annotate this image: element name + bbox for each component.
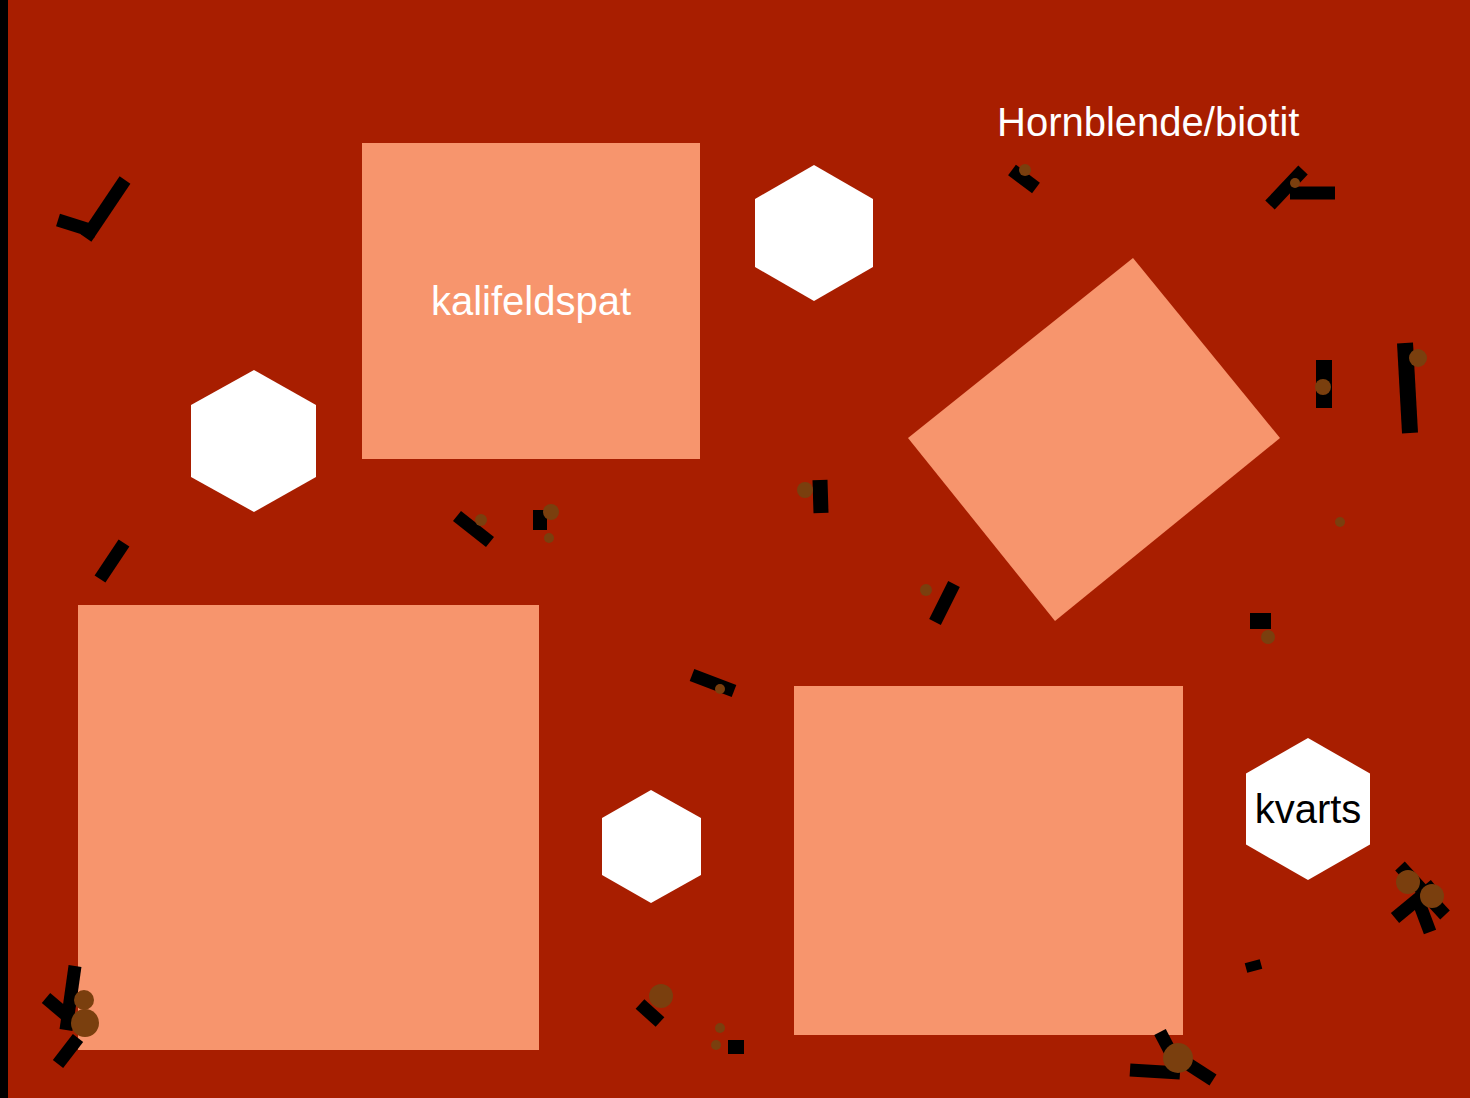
biotite-grain [1290, 178, 1300, 188]
biotite-grain [71, 1009, 99, 1037]
mafic-minerals [46, 170, 1445, 1080]
biotite-grain [544, 533, 554, 543]
biotite-grain [715, 1023, 725, 1033]
mineral-name: kvarts [1255, 787, 1362, 832]
hornblende-grain [728, 1040, 744, 1054]
edge-strip [0, 0, 8, 1098]
biotite-grain [1163, 1043, 1193, 1073]
quartz-crystal [191, 370, 316, 512]
biotite-grain [1396, 870, 1420, 894]
biotite-grain [920, 584, 932, 596]
biotite-grain [1315, 379, 1331, 395]
hornblende-grain [100, 543, 124, 579]
hornblende-grain [692, 675, 734, 691]
hornblende-grain [935, 584, 954, 622]
quartz-crystal [755, 165, 873, 301]
biotite-grain [715, 684, 725, 694]
biotite-grain [475, 514, 487, 526]
biotite-grain [74, 990, 94, 1010]
hornblende-grain [58, 220, 96, 232]
hornblende-grain [46, 998, 72, 1020]
biotite-grain [649, 984, 673, 1008]
hornblende-grain [820, 480, 821, 513]
quartz-crystal: kvarts [1246, 738, 1370, 880]
biotite-grain [797, 482, 813, 498]
biotite-grain [1420, 884, 1444, 908]
hornblende-grain [1316, 360, 1332, 408]
biotite-grain [1335, 517, 1345, 527]
hornblende-grain [58, 1038, 78, 1064]
hornblende-grain [1290, 187, 1335, 200]
feldspar-crystal [794, 686, 1183, 1035]
biotite-grain [1019, 164, 1031, 176]
quartz-crystal [602, 790, 701, 903]
feldspar-crystal: kalifeldspat [362, 143, 700, 459]
feldspar-crystal [78, 605, 539, 1050]
hornblende-grain [1250, 613, 1271, 629]
hexagon-shape [1246, 738, 1370, 880]
biotite-grain [711, 1040, 721, 1050]
biotite-grain [1409, 349, 1427, 367]
biotite-grain [543, 504, 559, 520]
biotite-grains [71, 164, 1444, 1073]
mineral-label: Hornblende/biotit [997, 100, 1299, 145]
hornblende-grain [1246, 964, 1261, 968]
biotite-grain [1261, 630, 1275, 644]
feldspar-crystal [908, 258, 1280, 621]
mineral-name: kalifeldspat [431, 279, 631, 324]
